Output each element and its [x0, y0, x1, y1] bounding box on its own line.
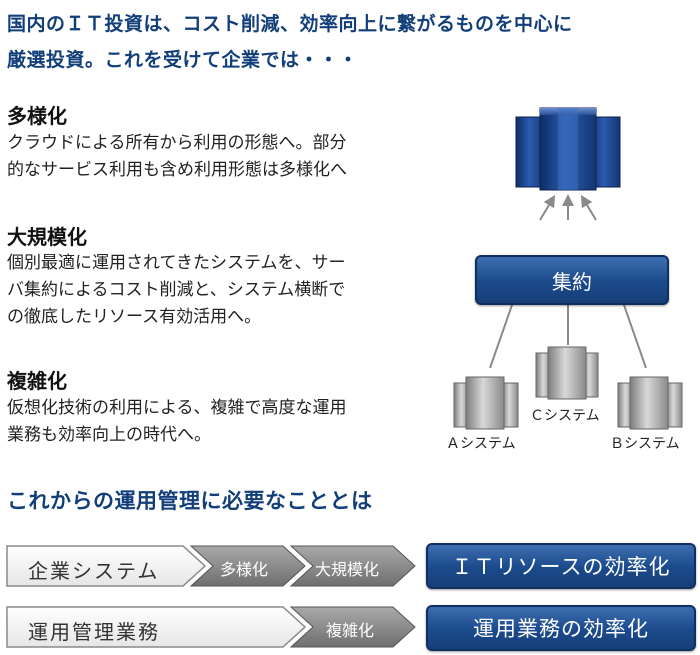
intro-line-1: 国内のＩＴ投資は、コスト削減、効率向上に繋がるものを中心に — [7, 6, 697, 42]
section-line: クラウドによる所有から利用の形態へ。部分 — [7, 130, 437, 157]
section-line: 的なサービス利用も含め利用形態は多様化へ — [7, 157, 437, 184]
section-title-diversification: 多様化 — [7, 100, 67, 129]
section-body-diversification: クラウドによる所有から利用の形態へ。部分 的なサービス利用も含め利用形態は多様化… — [7, 130, 437, 184]
system-c-label: Ｃシステム — [530, 405, 600, 425]
consolidated-server-icon — [516, 108, 620, 190]
system-a-label: Ａシステム — [446, 433, 516, 453]
server-b-icon — [618, 377, 682, 429]
row-1-result-badge: ＩＴリソースの効率化 — [426, 543, 696, 589]
row-2-result-badge: 運用業務の効率化 — [426, 605, 696, 651]
intro-heading: 国内のＩＴ投資は、コスト削減、効率向上に繋がるものを中心に 厳選投資。これを受け… — [7, 6, 697, 78]
bottom-title: これからの運用管理に必要なこととは — [7, 485, 373, 515]
section-line: バ集約によるコスト削減と、システム横断で — [7, 277, 437, 304]
section-line: 業務も効率向上の時代へ。 — [7, 422, 437, 449]
section-line: 個別最適に運用されてきたシステムを、サー — [7, 250, 437, 277]
server-a-icon — [454, 377, 518, 429]
section-title-scale: 大規模化 — [7, 221, 87, 250]
row-1-step-2-label: 大規模化 — [315, 556, 379, 580]
section-line: 仮想化技術の利用による、複雑で高度な運用 — [7, 395, 437, 422]
system-b-label: Ｂシステム — [610, 433, 680, 453]
intro-line-2: 厳選投資。これを受けて企業では・・・ — [7, 42, 697, 78]
section-line: の徹底したリソース有効活用へ。 — [7, 304, 437, 331]
section-title-complexity: 複雑化 — [7, 365, 67, 394]
section-body-scale: 個別最適に運用されてきたシステムを、サー バ集約によるコスト削減と、システム横断… — [7, 250, 437, 331]
row-1-step-1-label: 多様化 — [220, 556, 268, 580]
server-c-icon — [536, 347, 598, 399]
row-2-start-label: 運用管理業務 — [28, 616, 160, 645]
section-body-complexity: 仮想化技術の利用による、複雑で高度な運用 業務も効率向上の時代へ。 — [7, 395, 437, 449]
row-2-step-1-label: 複雑化 — [326, 617, 374, 641]
row-1-start-label: 企業システム — [28, 555, 159, 584]
consolidation-badge: 集約 — [475, 255, 669, 305]
